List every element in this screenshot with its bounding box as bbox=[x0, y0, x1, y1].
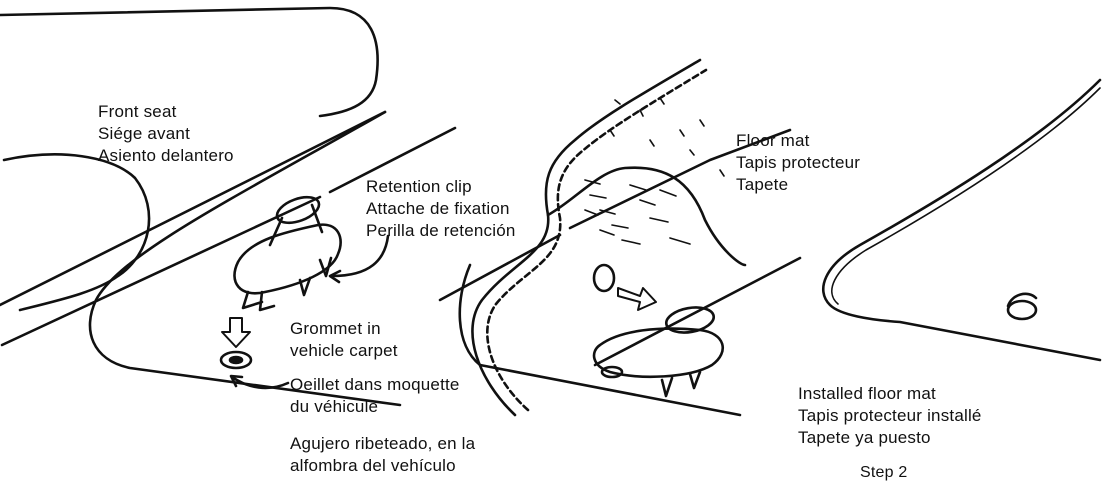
mat-clip-hole bbox=[594, 265, 614, 291]
front-seat-back bbox=[0, 8, 378, 116]
installed-fr: Tapis protecteur installé bbox=[798, 405, 982, 427]
installed-mat-edge-inner bbox=[832, 88, 1100, 304]
retention-clip-drawing-2 bbox=[594, 304, 723, 396]
floor-line-2b bbox=[595, 258, 800, 365]
retention-clip-fr: Attache de fixation bbox=[366, 198, 516, 220]
floor-mat-es: Tapete bbox=[736, 174, 860, 196]
grommet-en-1: Grommet in bbox=[290, 318, 398, 340]
front-seat-en: Front seat bbox=[98, 101, 234, 123]
grommet-label: Grommet in vehicle carpet bbox=[290, 318, 398, 362]
oeillet-fr-1: Oeillet dans moquette bbox=[290, 374, 460, 396]
front-seat-label: Front seat Siége avant Asiento delantero bbox=[98, 101, 234, 167]
floor-mat-fold bbox=[548, 168, 745, 265]
front-seat-fr: Siége avant bbox=[98, 123, 234, 145]
agujero-label: Agujero ribeteado, en la alfombra del ve… bbox=[290, 433, 475, 477]
retention-clip-es: Perilla de retención bbox=[366, 220, 516, 242]
installed-en: Installed floor mat bbox=[798, 383, 982, 405]
down-arrow-icon bbox=[222, 318, 250, 347]
retention-clip-label: Retention clip Attache de fixation Peril… bbox=[366, 176, 516, 242]
mat-direction-arrow bbox=[618, 288, 656, 310]
floor-mat-en: Floor mat bbox=[736, 130, 860, 152]
installed-clip-drawing bbox=[1008, 294, 1036, 319]
floor-mat-edge-inner bbox=[487, 70, 706, 410]
retention-clip-drawing bbox=[234, 192, 340, 310]
panel-3-art bbox=[823, 80, 1100, 360]
floor-edge-curve-2 bbox=[460, 265, 740, 415]
oeillet-fr-2: du véhicule bbox=[290, 396, 460, 418]
grommet-en-2: vehicle carpet bbox=[290, 340, 398, 362]
floor-mat-label: Floor mat Tapis protecteur Tapete bbox=[736, 130, 860, 196]
installed-label: Installed floor mat Tapis protecteur ins… bbox=[798, 383, 982, 449]
oeillet-label: Oeillet dans moquette du véhicule bbox=[290, 374, 460, 418]
agujero-es-1: Agujero ribeteado, en la bbox=[290, 433, 475, 455]
installed-es: Tapete ya puesto bbox=[798, 427, 982, 449]
grommet-drawing bbox=[221, 352, 251, 368]
floor-mat-fr: Tapis protecteur bbox=[736, 152, 860, 174]
retention-clip-en: Retention clip bbox=[366, 176, 516, 198]
front-seat-es: Asiento delantero bbox=[98, 145, 234, 167]
installed-mat-edge bbox=[823, 80, 1100, 360]
agujero-es-2: alfombra del vehículo bbox=[290, 455, 475, 477]
